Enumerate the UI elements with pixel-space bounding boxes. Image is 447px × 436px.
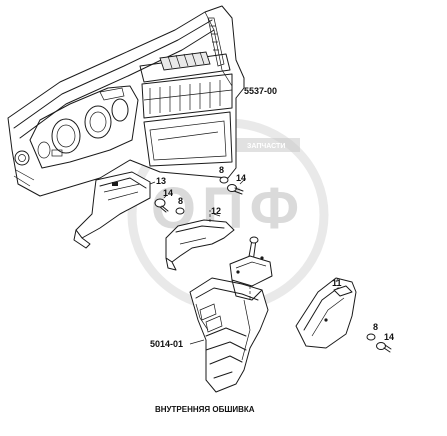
dashboard-panel: 5537-00 (7, 5, 277, 197)
trim-12 (165, 210, 235, 271)
diagram-caption: ВНУТРЕННЯЯ ОБШИВКА (155, 405, 255, 414)
cover-11 (295, 277, 357, 349)
washer-8-right (219, 176, 229, 184)
washer-8-left (175, 207, 185, 215)
center-console (189, 236, 273, 393)
center-recess (143, 111, 233, 167)
part-label-12: 12 (211, 206, 221, 216)
dashboard-outline (7, 5, 245, 197)
bracket-13 (73, 171, 151, 249)
part-label-8-right: 8 (219, 165, 224, 175)
part-label-14-right: 14 (236, 173, 246, 183)
screw-14-left (154, 198, 169, 213)
screw-14-right (227, 184, 244, 195)
part-label-8-left: 8 (178, 196, 183, 206)
dashboard-assembly-label: 5537-00 (244, 86, 277, 96)
part-label-8-cover: 8 (373, 322, 378, 332)
instrument-cluster (29, 85, 139, 169)
washer-8-cover (366, 333, 376, 341)
part-label-11: 11 (332, 278, 342, 288)
left-vent (13, 150, 35, 187)
screw-14-cover (376, 342, 392, 353)
part-label-14-left: 14 (163, 188, 173, 198)
console-body (189, 277, 269, 393)
part-label-14-cover: 14 (384, 332, 394, 342)
part-label-13: 13 (156, 176, 166, 186)
gear-lever (229, 236, 273, 287)
center-vents (139, 51, 233, 119)
console-assembly-label: 5014-01 (150, 339, 183, 349)
watermark-brand: ЗАПЧАСТИ (247, 143, 285, 150)
